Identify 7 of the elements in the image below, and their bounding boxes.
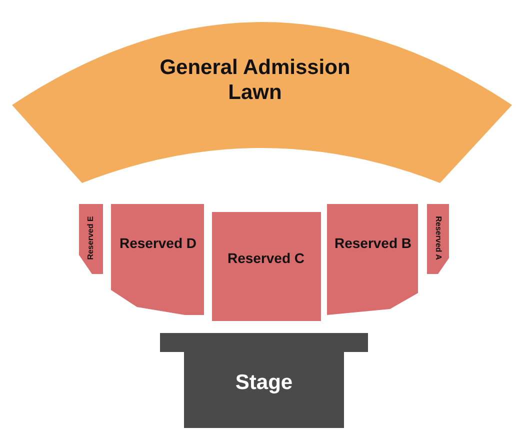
section-label: Stage xyxy=(234,370,294,396)
section-label: Reserved E xyxy=(86,216,96,260)
section-label: Reserved D xyxy=(118,235,198,252)
section-label: Reserved A xyxy=(433,216,443,260)
section-label: Reserved C xyxy=(226,250,306,267)
section-label: Reserved B xyxy=(333,235,413,252)
section-label: General Admission Lawn xyxy=(158,55,352,106)
